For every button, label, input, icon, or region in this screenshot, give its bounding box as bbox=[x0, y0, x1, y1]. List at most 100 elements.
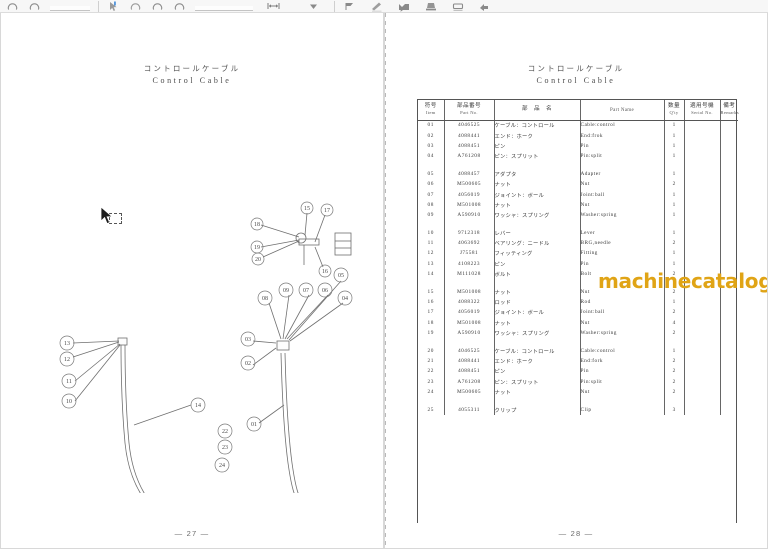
stamp-icon[interactable] bbox=[424, 0, 437, 12]
col-part-no: 部品番号 Part No. bbox=[444, 100, 495, 121]
cell-part-no: M500605 bbox=[444, 386, 495, 398]
cell-remarks bbox=[720, 120, 738, 130]
zoom-in-icon[interactable] bbox=[151, 0, 164, 12]
cell-serial-no bbox=[684, 345, 721, 356]
cell-serial-no bbox=[684, 130, 721, 141]
cell-part-name-jp: ピン：スプリット bbox=[494, 151, 581, 162]
cell-serial-no bbox=[684, 296, 721, 308]
cell-part-name-jp: エンド：ホーク bbox=[494, 130, 581, 141]
cell-part-name-en: Nut bbox=[580, 286, 665, 297]
table-spacer-row bbox=[418, 220, 738, 228]
cell-item: 04 bbox=[418, 151, 445, 162]
cursor-select-icon[interactable] bbox=[107, 0, 120, 12]
cell-serial-no bbox=[684, 307, 721, 318]
cell-remarks bbox=[720, 228, 738, 238]
left-title-en: Control Cable bbox=[152, 76, 232, 85]
cell-part-no: A761208 bbox=[444, 376, 495, 387]
rotate-left-icon[interactable] bbox=[6, 0, 19, 12]
cell-item: 25 bbox=[418, 404, 445, 415]
cell-qty: 1 bbox=[664, 189, 685, 200]
cell-part-no: 4088457 bbox=[444, 168, 495, 179]
pen-icon[interactable] bbox=[370, 0, 383, 12]
cell-part-name-jp: ワッシャ：スプリング bbox=[494, 328, 581, 339]
page-number-input[interactable] bbox=[50, 6, 90, 11]
cell-item: 15 bbox=[418, 286, 445, 297]
document-scroll-area[interactable]: コントロールケーブル Control Cable bbox=[0, 13, 768, 549]
zoom-out-icon[interactable] bbox=[129, 0, 142, 12]
eraser-icon[interactable] bbox=[451, 0, 464, 12]
cell-qty: 1 bbox=[664, 130, 685, 141]
cell-part-no: M501008 bbox=[444, 317, 495, 329]
cell-qty: 2 bbox=[664, 386, 685, 398]
cell-part-name-jp: エンド：ホーク bbox=[494, 355, 581, 367]
cell-item: 06 bbox=[418, 178, 445, 190]
cell-part-name-en: End:fork bbox=[580, 355, 665, 367]
pan-icon[interactable] bbox=[173, 0, 186, 12]
cell-serial-no bbox=[684, 366, 721, 377]
cell-part-name-jp: ナット bbox=[494, 286, 581, 297]
right-page-title: コントロールケーブル Control Cable bbox=[385, 63, 767, 85]
cell-part-name-en: Joint:ball bbox=[580, 307, 665, 318]
cell-part-name-jp: ワッシャ：スプリング bbox=[494, 210, 581, 221]
table-spacer-row bbox=[418, 338, 738, 346]
chevron-down-icon[interactable] bbox=[307, 0, 320, 12]
cell-serial-no bbox=[684, 120, 721, 131]
cell-part-name-jp: ジョイント：ボール bbox=[494, 189, 581, 200]
mouse-cursor bbox=[100, 206, 113, 225]
cell-remarks bbox=[720, 366, 738, 376]
col-remarks: 備考 Remarks bbox=[720, 100, 739, 121]
fit-width-icon[interactable] bbox=[267, 0, 280, 12]
svg-text:16: 16 bbox=[322, 269, 328, 275]
cell-remarks bbox=[720, 179, 738, 189]
cell-part-name-en: BRG,needle bbox=[580, 237, 665, 249]
cell-part-no: 4088451 bbox=[444, 366, 495, 377]
cell-remarks bbox=[720, 307, 738, 317]
cell-part-name-en: Cable:control bbox=[580, 120, 665, 131]
cell-qty: 2 bbox=[664, 376, 685, 387]
share-icon[interactable] bbox=[478, 0, 491, 12]
cell-serial-no bbox=[684, 151, 721, 162]
flag-icon[interactable] bbox=[343, 0, 356, 12]
zoom-level-input[interactable] bbox=[195, 6, 253, 11]
cell-serial-no bbox=[684, 376, 721, 387]
cell-qty: 1 bbox=[664, 168, 685, 179]
cell-part-name-en: End:frok bbox=[580, 130, 665, 141]
cell-part-no: 4088322 bbox=[444, 296, 495, 308]
cell-remarks bbox=[720, 238, 738, 248]
cell-item: 01 bbox=[418, 120, 445, 131]
cell-part-no: 4088451 bbox=[444, 140, 495, 152]
cell-qty: 2 bbox=[664, 269, 685, 280]
note-icon[interactable] bbox=[397, 0, 410, 12]
table-header-row: 符号 Item 部品番号 Part No. 部 品 名 Pa bbox=[418, 100, 739, 121]
left-title-jp: コントロールケーブル bbox=[143, 64, 241, 73]
cell-part-name-jp: ボルト bbox=[494, 269, 581, 280]
cell-remarks bbox=[720, 248, 738, 258]
rotate-right-icon[interactable] bbox=[28, 0, 41, 12]
cell-serial-no bbox=[684, 386, 721, 398]
